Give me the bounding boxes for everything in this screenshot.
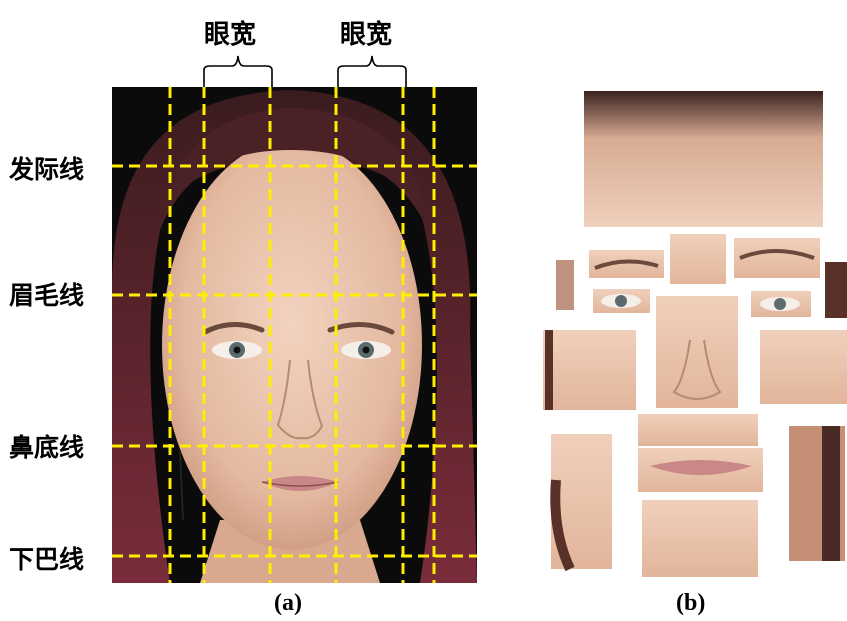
eye-width-bracket-right — [337, 55, 407, 88]
panel-a-caption: (a) — [274, 590, 302, 616]
fragment-right-cheek — [760, 330, 847, 404]
eyebrow-line-label: 眉毛线 — [9, 281, 85, 310]
nose-base-line-label: 鼻底线 — [9, 433, 85, 462]
fragment-chin — [642, 500, 758, 577]
fragment-brow-center — [670, 234, 726, 284]
eye-width-label-right: 眼宽 — [340, 20, 393, 50]
fragment-nose — [656, 296, 738, 408]
fragment-forehead — [584, 91, 823, 227]
eye-width-label-left: 眼宽 — [204, 20, 257, 50]
face-grid-lines — [112, 87, 477, 583]
fragment-upper-lip-area — [638, 414, 758, 446]
panel-b-caption: (b) — [676, 590, 706, 616]
hairline-label: 发际线 — [9, 155, 85, 184]
fragment-left-cheek — [543, 330, 636, 410]
fragment-right-temple — [825, 262, 847, 318]
chin-line-label: 下巴线 — [9, 545, 85, 574]
fragment-right-eyebrow — [734, 238, 820, 278]
eye-width-bracket-left — [203, 55, 273, 88]
fragment-left-temple — [556, 260, 574, 310]
